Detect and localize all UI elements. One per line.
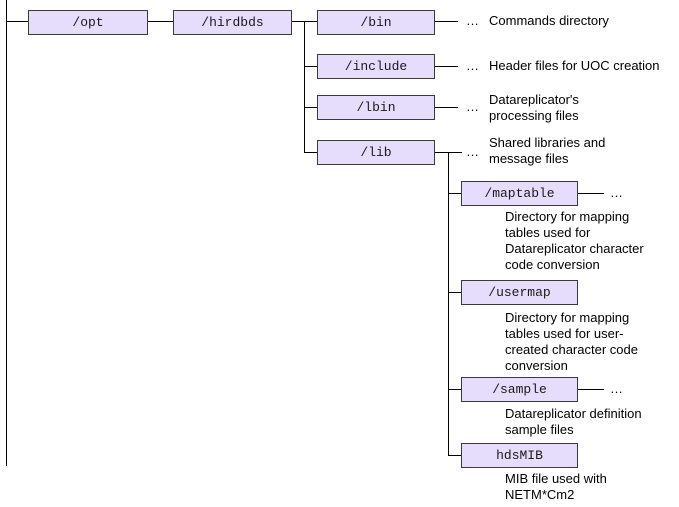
description-usermap-line: conversion <box>505 358 568 373</box>
description-sample: Datareplicator definition sample files <box>505 406 642 438</box>
description-usermap-line: created character code <box>505 342 638 357</box>
ellipsis-lbin: … <box>466 99 479 114</box>
node-hirdbds: /hirdbds <box>173 10 292 35</box>
node-hdsmib: hdsMIB <box>461 443 578 468</box>
description-bin: Commands directory <box>489 13 609 29</box>
description-lib-line: message files <box>489 151 569 166</box>
node-lbin: /lbin <box>317 95 435 120</box>
description-sample-line: sample files <box>505 422 574 437</box>
node-usermap: /usermap <box>461 280 578 305</box>
description-bin-line: Commands directory <box>489 13 609 28</box>
node-opt: /opt <box>28 10 148 35</box>
description-maptable-line: code conversion <box>505 257 600 272</box>
node-bin: /bin <box>317 10 435 35</box>
description-maptable-line: Directory for mapping <box>505 209 630 224</box>
description-maptable-line: tables used for <box>505 225 591 240</box>
node-sample: /sample <box>461 377 578 402</box>
node-include: /include <box>317 54 435 79</box>
description-hdsmib-line: MIB file used with <box>505 471 607 486</box>
node-lib: /lib <box>317 140 435 165</box>
ellipsis-sample: … <box>610 381 623 396</box>
description-lib: Shared libraries and message files <box>489 135 605 167</box>
description-lib-line: Shared libraries and <box>489 135 606 150</box>
description-maptable: Directory for mapping tables used for Da… <box>505 209 644 273</box>
ellipsis-bin: … <box>466 13 479 28</box>
description-maptable-line: Datareplicator character <box>505 241 644 256</box>
description-hdsmib: MIB file used with NETM*Cm2 <box>505 471 607 503</box>
ellipsis-maptable: … <box>610 185 623 200</box>
description-hdsmib-line: NETM*Cm2 <box>505 487 575 502</box>
description-include-line: Header files for UOC creation <box>489 58 660 73</box>
description-lbin: Datareplicator's processing files <box>489 92 579 124</box>
ellipsis-lib: … <box>466 144 479 159</box>
node-maptable: /maptable <box>461 181 578 206</box>
description-include: Header files for UOC creation <box>489 58 660 74</box>
description-usermap-line: tables used for user- <box>505 326 624 341</box>
description-lbin-line: Datareplicator's <box>489 92 579 107</box>
description-sample-line: Datareplicator definition <box>505 406 642 421</box>
description-usermap: Directory for mapping tables used for us… <box>505 310 638 374</box>
description-lbin-line: processing files <box>489 108 579 123</box>
description-usermap-line: Directory for mapping <box>505 310 630 325</box>
ellipsis-include: … <box>466 58 479 73</box>
